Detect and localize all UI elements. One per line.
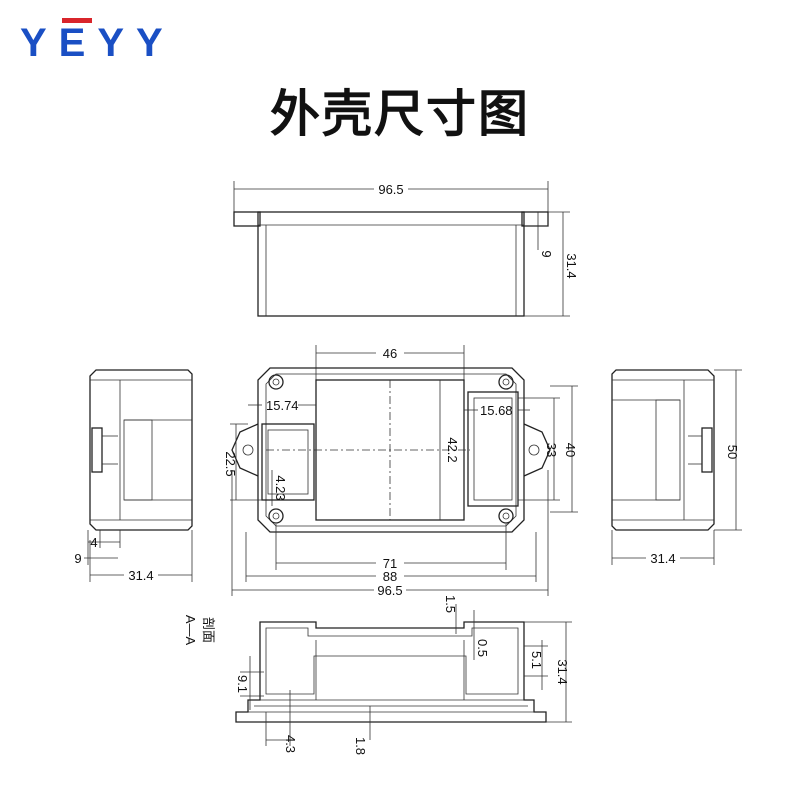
top-view: 96.5 9 31.4 (233, 181, 579, 317)
dim-inner-height: 33 (544, 443, 559, 457)
dim-section-base: 1.8 (353, 737, 368, 755)
dim-section-inner: 9.1 (235, 675, 250, 693)
dim-section-height: 31.4 (555, 659, 570, 684)
dim-outer-height: 40 (563, 443, 578, 457)
right-view: 50 31.4 (611, 369, 742, 566)
left-view: 4 9 31.4 (74, 369, 193, 583)
dim-section-gap: 0.5 (475, 639, 490, 657)
logo-text: YEYY (20, 21, 175, 62)
dim-window-height: 42.2 (445, 437, 460, 462)
dim-left-flange: 9 (74, 551, 81, 566)
brand-logo: YEYY (20, 18, 175, 62)
dim-top-flange: 9 (539, 250, 554, 257)
dim-right-offset: 15.68 (480, 403, 513, 418)
section-label-sub: A—A (183, 615, 198, 646)
dim-left-depth: 31.4 (128, 568, 153, 583)
dim-ear-offset: 4.23 (273, 475, 288, 500)
section-label: 剖面 (201, 617, 216, 643)
dim-window-width: 46 (383, 346, 397, 361)
dim-right-height: 50 (725, 445, 740, 459)
dim-top-width: 96.5 (378, 182, 403, 197)
dim-overall-width: 96.5 (377, 583, 402, 598)
section-view: 剖面 A—A 1.5 0.5 5.1 31.4 9.1 (183, 595, 572, 755)
front-view: 46 15.74 15.68 42.2 (223, 345, 578, 598)
dim-left-offset: 15.74 (266, 398, 299, 413)
dim-section-wall: 1.5 (443, 595, 458, 613)
dim-hole-pitch: 71 (383, 556, 397, 571)
dim-section-foot: 4.3 (283, 735, 298, 753)
dim-body-width: 88 (383, 569, 397, 584)
dim-left-ear: 4 (90, 535, 97, 550)
dim-section-step: 5.1 (529, 651, 544, 669)
logo-red-bar (62, 18, 92, 23)
dim-ear-height: 22.5 (223, 451, 238, 476)
dim-top-height: 31.4 (564, 253, 579, 278)
page-title: 外壳尺寸图 (270, 84, 530, 143)
dim-right-depth: 31.4 (650, 551, 675, 566)
